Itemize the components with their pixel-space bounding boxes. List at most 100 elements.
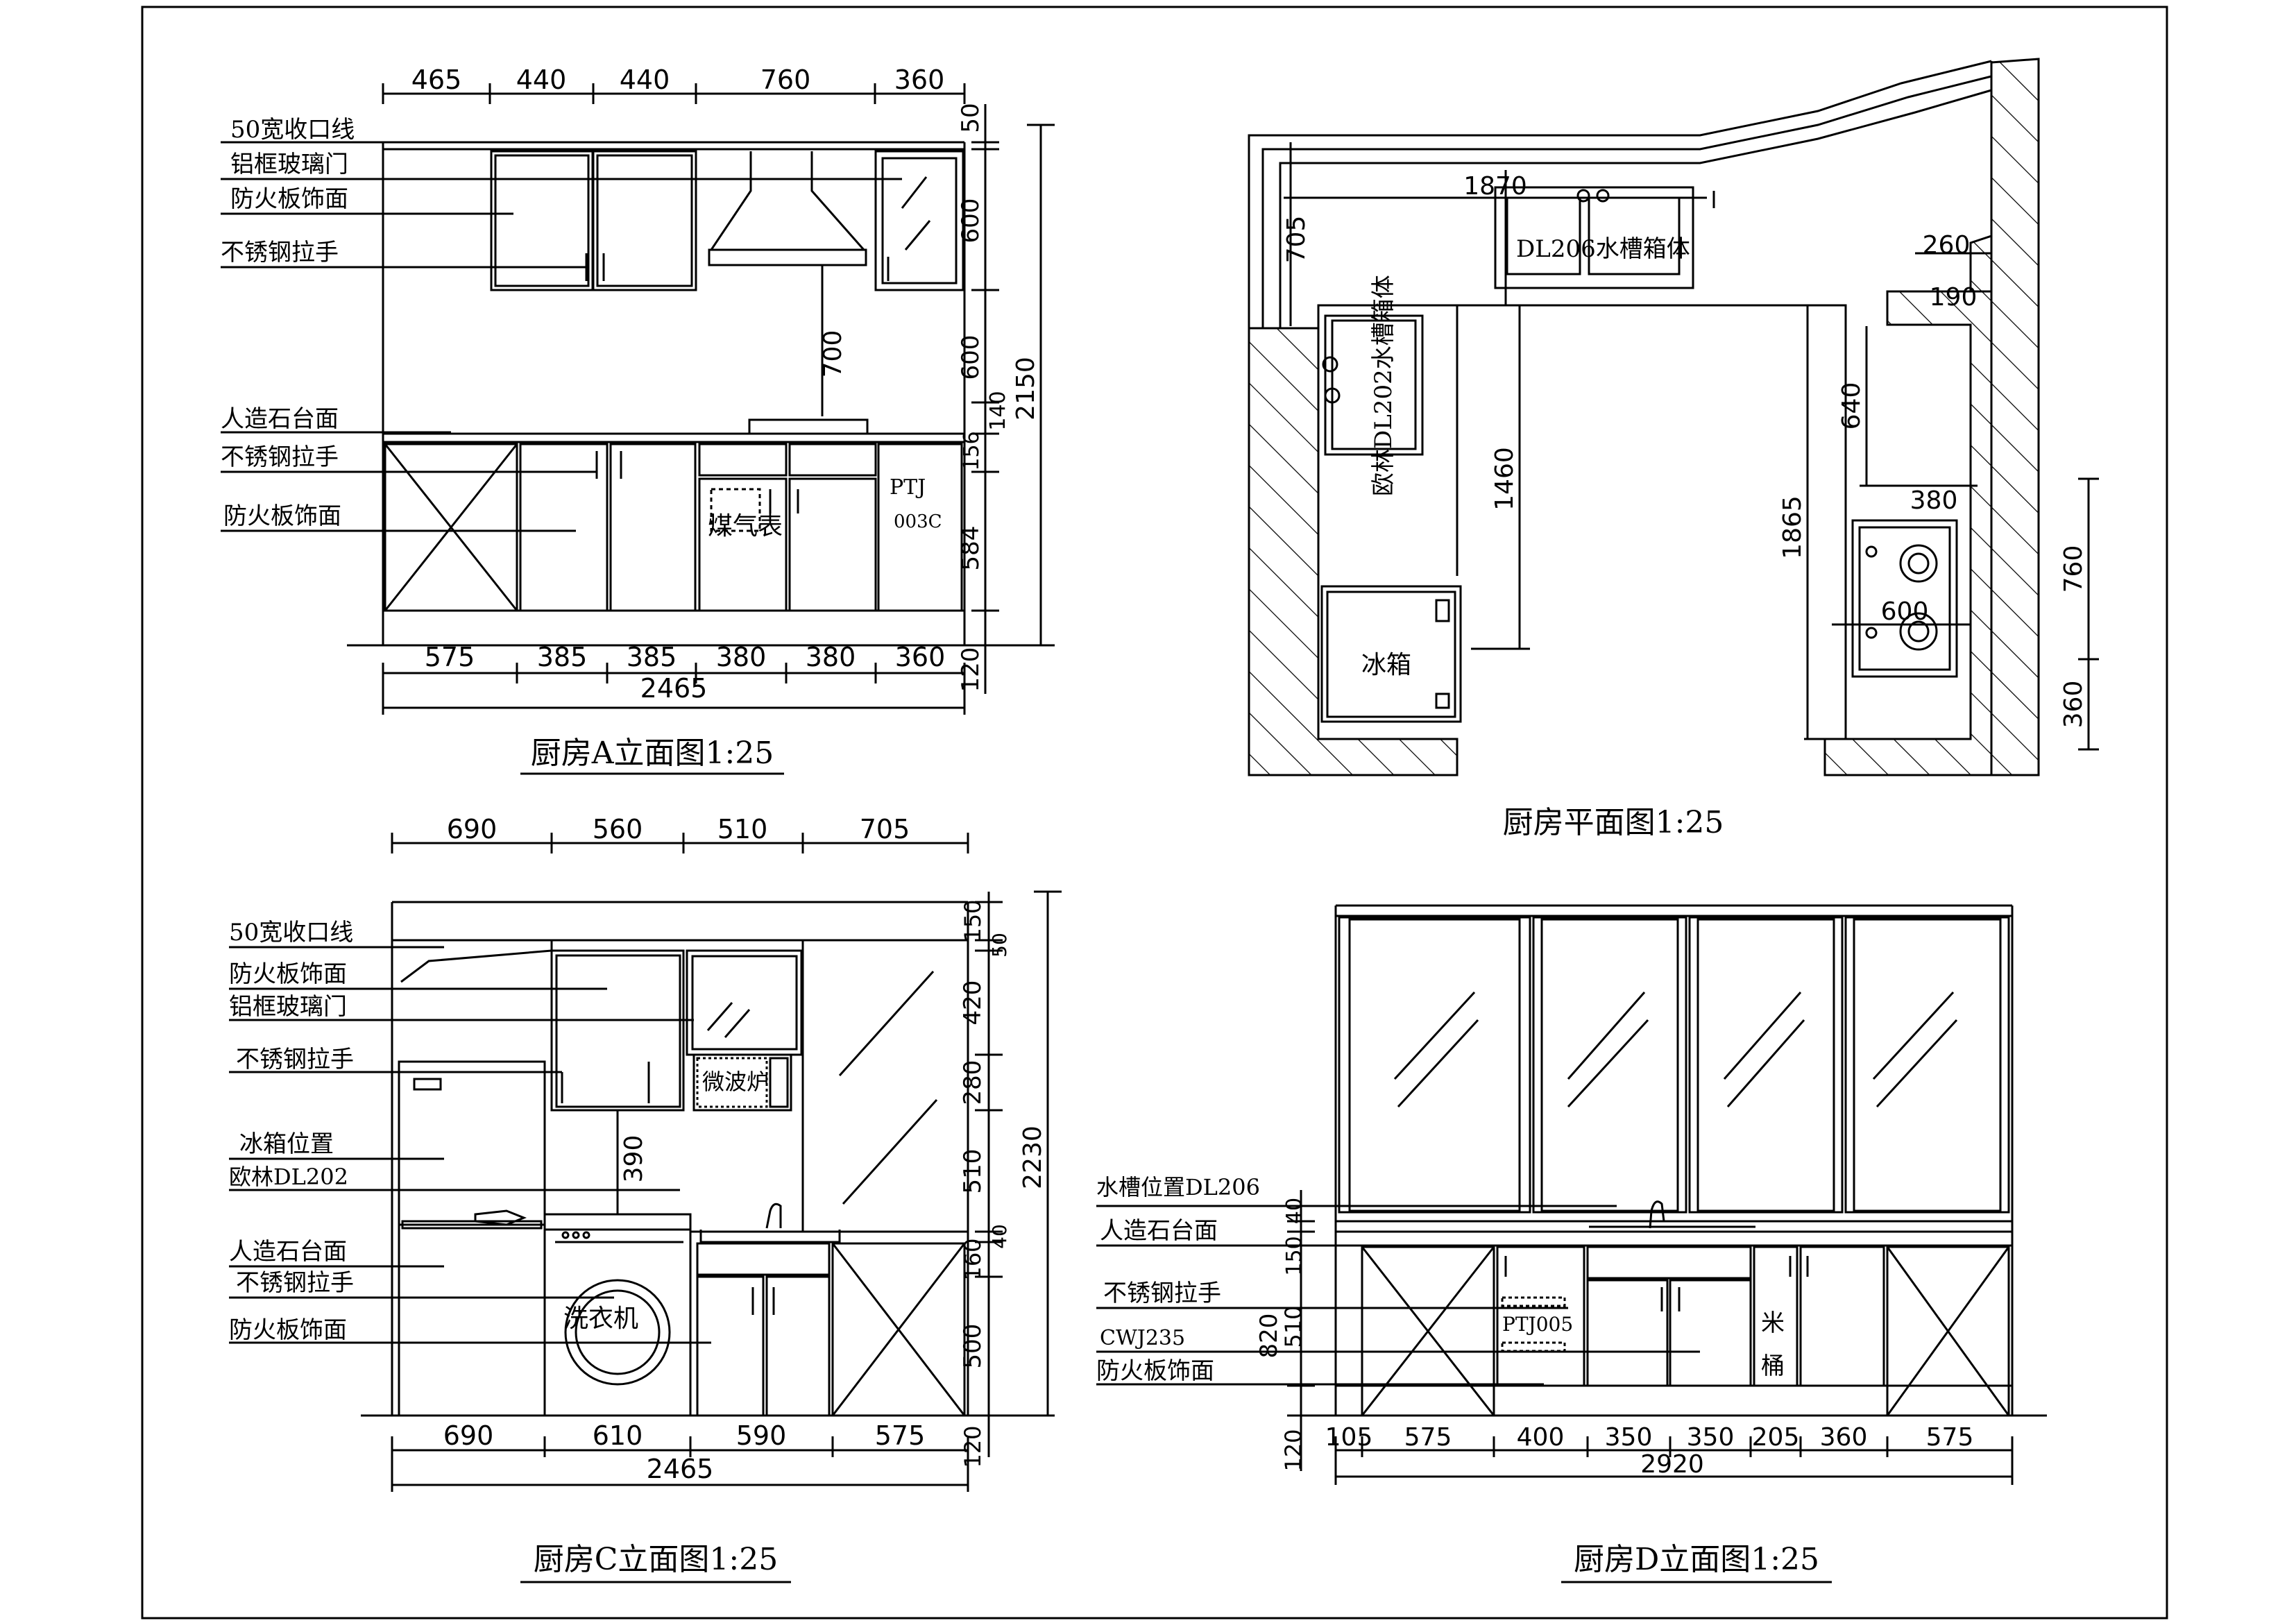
sheet-border bbox=[141, 6, 2168, 1620]
plan-text: 1870 705 260 190 640 380 1460 1865 600 7… bbox=[1282, 172, 2088, 840]
c-label: 冰箱位置 bbox=[239, 1130, 334, 1158]
c-label: 防火板饰面 bbox=[229, 1316, 347, 1344]
elevation-c-text: 690 560 510 705 50宽收口线 防火板饰面 铝框玻璃门 不锈钢拉手… bbox=[229, 814, 1047, 1577]
a-hood-height: 700 bbox=[819, 330, 847, 378]
a-total-dim: 2465 bbox=[640, 673, 708, 704]
a-top-dim: 360 bbox=[894, 65, 945, 95]
plan-dim: 1870 bbox=[1463, 172, 1527, 201]
d-label: 不锈钢拉手 bbox=[1103, 1280, 1221, 1307]
plan-dim: 190 bbox=[1930, 283, 1978, 312]
c-microwave: 微波炉 bbox=[702, 1069, 769, 1095]
c-right-dim: 500 bbox=[959, 1324, 987, 1369]
d-title: 厨房D立面图1:25 bbox=[1574, 1542, 1819, 1577]
a-gas-meter: 煤气表 bbox=[708, 512, 783, 541]
c-label: 欧林DL202 bbox=[229, 1164, 348, 1190]
d-left-dim: 120 bbox=[1280, 1429, 1307, 1471]
a-label: 不锈钢拉手 bbox=[221, 239, 339, 266]
c-label: 不锈钢拉手 bbox=[236, 1046, 354, 1073]
d-total-dim: 2920 bbox=[1640, 1450, 1704, 1479]
plan-title: 厨房平面图1:25 bbox=[1503, 805, 1724, 840]
c-bottom-dim: 590 bbox=[736, 1420, 787, 1451]
a-bottom-dim: 575 bbox=[425, 642, 475, 672]
a-right-dim: 600 bbox=[957, 198, 985, 244]
c-right-dim: 120 bbox=[960, 1425, 986, 1468]
a-label: 人造石台面 bbox=[221, 405, 339, 433]
plan-dim: 600 bbox=[1881, 597, 1929, 626]
d-bottom-dim: 205 bbox=[1752, 1423, 1800, 1452]
c-bottom-dim: 610 bbox=[593, 1420, 643, 1451]
c-right-dim: 150 bbox=[960, 899, 986, 942]
a-label: 铝框玻璃门 bbox=[230, 151, 348, 178]
d-ptj: PTJ005 bbox=[1502, 1313, 1573, 1336]
c-right-dim: 510 bbox=[959, 1149, 987, 1194]
d-label: 水槽位置DL206 bbox=[1096, 1174, 1260, 1200]
d-dim-820: 820 bbox=[1255, 1314, 1283, 1359]
a-label: 防火板饰面 bbox=[230, 185, 348, 213]
c-top-dim: 705 bbox=[860, 814, 910, 844]
a-bottom-dim: 360 bbox=[895, 642, 946, 672]
c-bottom-dim: 690 bbox=[443, 1420, 494, 1451]
a-bottom-dim: 385 bbox=[537, 642, 588, 672]
c-right-dim: 50 bbox=[988, 933, 1011, 958]
c-label: 铝框玻璃门 bbox=[229, 993, 347, 1021]
a-top-dim: 465 bbox=[411, 65, 462, 95]
c-total-dim: 2465 bbox=[647, 1454, 714, 1484]
c-top-dim: 560 bbox=[593, 814, 643, 844]
c-bottom-dim: 575 bbox=[875, 1420, 926, 1451]
elevation-d-text: 水槽位置DL206 人造石台面 不锈钢拉手 CWJ235 防火板饰面 PTJ00… bbox=[1096, 1174, 1973, 1577]
d-rice: 米 bbox=[1761, 1309, 1785, 1337]
a-label: 不锈钢拉手 bbox=[221, 443, 339, 471]
c-title: 厨房C立面图1:25 bbox=[534, 1542, 778, 1577]
a-ptj: 003C bbox=[894, 511, 942, 532]
a-right-dim: 140 bbox=[986, 391, 1010, 430]
a-right-dim: 584 bbox=[957, 526, 985, 571]
d-bottom-dim: 575 bbox=[1404, 1423, 1452, 1452]
plan-dim: 640 bbox=[1837, 382, 1866, 430]
c-washer: 洗衣机 bbox=[563, 1305, 638, 1333]
a-top-ticks bbox=[382, 83, 966, 104]
plan-wall-right bbox=[1823, 58, 2040, 776]
d-label: CWJ235 bbox=[1100, 1326, 1185, 1350]
d-left-dim: 150 bbox=[1282, 1236, 1307, 1275]
elevation-a-text: 465 440 440 760 360 50宽收口线 铝框玻璃门 防火板饰面 不… bbox=[221, 65, 1040, 771]
kitchen-plan bbox=[1248, 58, 2099, 776]
d-bottom-dim: 105 bbox=[1325, 1423, 1373, 1452]
a-right-dim: 50 bbox=[957, 103, 985, 133]
a-right-dim: 120 bbox=[957, 647, 985, 692]
c-right-dim: 280 bbox=[959, 1060, 987, 1105]
elevation-a bbox=[221, 83, 1055, 775]
d-bottom-dim: 400 bbox=[1517, 1423, 1565, 1452]
c-right-dim: 40 bbox=[988, 1224, 1011, 1249]
d-left-dim: 510 bbox=[1280, 1305, 1307, 1348]
a-ptj: PTJ bbox=[890, 475, 926, 500]
a-top-dim: 760 bbox=[760, 65, 811, 95]
plan-sink-top: DL206水槽箱体 bbox=[1516, 235, 1690, 263]
a-right-dim: 600 bbox=[957, 335, 985, 380]
d-bottom-dim: 360 bbox=[1820, 1423, 1868, 1452]
a-right-dim: 156 bbox=[960, 431, 984, 470]
a-overall-height: 2150 bbox=[1012, 357, 1040, 420]
d-bottom-dim: 575 bbox=[1926, 1423, 1974, 1452]
plan-sink-left: 欧林DL202水槽箱体 bbox=[1370, 275, 1397, 496]
plan-dim: 705 bbox=[1282, 216, 1311, 264]
plan-dim: 1460 bbox=[1490, 447, 1519, 511]
a-bottom-dim: 380 bbox=[806, 642, 856, 672]
a-title: 厨房A立面图1:25 bbox=[531, 736, 774, 771]
plan-dim: 380 bbox=[1910, 486, 1958, 515]
a-top-dim: 440 bbox=[620, 65, 670, 95]
a-bottom-dim: 380 bbox=[716, 642, 767, 672]
d-rice: 桶 bbox=[1761, 1352, 1785, 1380]
c-right-dim: 160 bbox=[960, 1238, 986, 1280]
c-label: 人造石台面 bbox=[229, 1238, 347, 1266]
plan-wall-left bbox=[1248, 327, 1459, 776]
c-label: 50宽收口线 bbox=[229, 919, 353, 946]
d-left-dim: 40 bbox=[1282, 1198, 1307, 1224]
plan-dim: 360 bbox=[2059, 681, 2088, 729]
a-top-dim: 440 bbox=[516, 65, 567, 95]
c-dim-390: 390 bbox=[620, 1135, 648, 1183]
d-label: 人造石台面 bbox=[1100, 1217, 1218, 1245]
a-label: 防火板饰面 bbox=[223, 502, 341, 530]
c-top-dim: 690 bbox=[447, 814, 498, 844]
plan-dim: 260 bbox=[1923, 231, 1971, 260]
